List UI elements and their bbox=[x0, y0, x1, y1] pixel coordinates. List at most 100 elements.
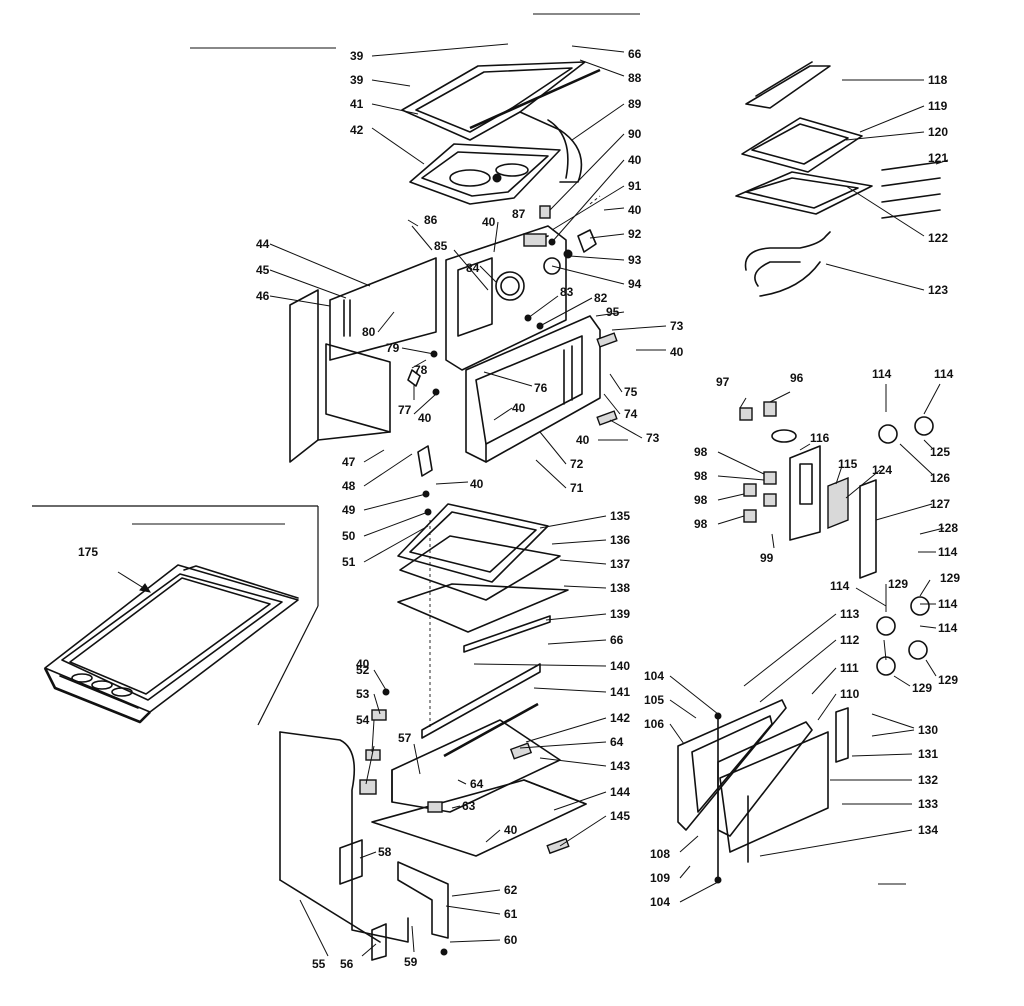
cooktop-burner-pan bbox=[409, 143, 561, 205]
callout-132: 132 bbox=[918, 773, 938, 787]
callout-175: 175 bbox=[78, 545, 98, 559]
callout-129-c: 129 bbox=[938, 673, 958, 687]
callout-54: 54 bbox=[356, 713, 370, 727]
callout-39: 39 bbox=[350, 73, 364, 87]
callout-121: 121 bbox=[928, 151, 948, 165]
callout-108: 108 bbox=[650, 847, 670, 861]
callout-45: 45 bbox=[256, 263, 270, 277]
oven-front-frame bbox=[465, 315, 601, 463]
callout-66-b: 66 bbox=[610, 633, 624, 647]
callout-78: 78 bbox=[414, 363, 428, 377]
callout-114-e: 114 bbox=[938, 597, 958, 611]
callout-40-j: 40 bbox=[356, 657, 370, 671]
drawer-rails bbox=[421, 615, 551, 758]
callout-104-bottom: 104 bbox=[650, 895, 670, 909]
callout-96: 96 bbox=[790, 371, 804, 385]
callout-73-b: 73 bbox=[646, 431, 660, 445]
callout-90: 90 bbox=[628, 127, 642, 141]
callout-98-d: 98 bbox=[694, 517, 708, 531]
callout-137: 137 bbox=[610, 557, 630, 571]
callout-113: 113 bbox=[840, 607, 860, 621]
cabinet-back-panel bbox=[445, 225, 567, 371]
callout-98-b: 98 bbox=[694, 469, 708, 483]
callout-58: 58 bbox=[378, 845, 392, 859]
callout-73-a: 73 bbox=[670, 319, 684, 333]
callout-61: 61 bbox=[504, 907, 518, 921]
callout-116: 116 bbox=[810, 431, 830, 445]
callout-140: 140 bbox=[610, 659, 630, 673]
callout-98-c: 98 bbox=[694, 493, 708, 507]
drawer-body bbox=[371, 719, 587, 857]
callout-40-a: 40 bbox=[628, 153, 642, 167]
callout-124: 124 bbox=[872, 463, 892, 477]
callout-114-b: 114 bbox=[934, 367, 954, 381]
callout-135: 135 bbox=[610, 509, 630, 523]
callout-57: 57 bbox=[398, 731, 412, 745]
callout-106: 106 bbox=[644, 717, 664, 731]
callout-85: 85 bbox=[434, 239, 448, 253]
callout-118: 118 bbox=[928, 73, 948, 87]
callout-40-f: 40 bbox=[512, 401, 526, 415]
callout-99: 99 bbox=[760, 551, 774, 565]
callout-126: 126 bbox=[930, 471, 950, 485]
leader-lines bbox=[117, 43, 949, 957]
oven-bottom-panels bbox=[397, 503, 569, 633]
callout-40-i: 40 bbox=[504, 823, 518, 837]
callout-75: 75 bbox=[624, 385, 638, 399]
callout-41: 41 bbox=[350, 97, 364, 111]
callout-40-e: 40 bbox=[418, 411, 432, 425]
callout-142: 142 bbox=[610, 711, 630, 725]
callout-105: 105 bbox=[644, 693, 664, 707]
callout-56: 56 bbox=[340, 957, 354, 971]
callout-52: 52 bbox=[356, 663, 370, 677]
callout-82: 82 bbox=[594, 291, 608, 305]
callout-129-d: 129 bbox=[912, 681, 932, 695]
callout-95: 95 bbox=[606, 305, 620, 319]
callout-39-top: 39 bbox=[350, 49, 364, 63]
cabinet-small-parts bbox=[407, 205, 618, 516]
callout-64-b: 64 bbox=[470, 777, 484, 791]
callout-129-b: 129 bbox=[940, 571, 960, 585]
callout-97: 97 bbox=[716, 375, 730, 389]
callout-46: 46 bbox=[256, 289, 270, 303]
callout-55: 55 bbox=[312, 957, 326, 971]
callout-63: 63 bbox=[462, 799, 476, 813]
callout-94: 94 bbox=[628, 277, 642, 291]
callout-42: 42 bbox=[350, 123, 364, 137]
callout-40-g: 40 bbox=[576, 433, 590, 447]
lower-side-panel bbox=[279, 688, 449, 961]
callout-115: 115 bbox=[838, 457, 858, 471]
callout-77: 77 bbox=[398, 403, 412, 417]
broiler-assembly bbox=[735, 61, 941, 297]
callout-91: 91 bbox=[628, 179, 642, 193]
callout-110: 110 bbox=[840, 687, 860, 701]
callout-60: 60 bbox=[504, 933, 518, 947]
callout-76: 76 bbox=[534, 381, 548, 395]
callout-128: 128 bbox=[938, 521, 958, 535]
callout-48: 48 bbox=[342, 479, 356, 493]
cooktop-top-panel bbox=[401, 61, 601, 183]
callout-62: 62 bbox=[504, 883, 518, 897]
callout-93: 93 bbox=[628, 253, 642, 267]
callout-139: 139 bbox=[610, 607, 630, 621]
callout-143: 143 bbox=[610, 759, 630, 773]
callout-131: 131 bbox=[918, 747, 938, 761]
callout-64-a: 64 bbox=[610, 735, 624, 749]
callout-112: 112 bbox=[840, 633, 860, 647]
inset-frame bbox=[32, 505, 319, 726]
callout-122: 122 bbox=[928, 231, 948, 245]
callout-114-c: 114 bbox=[938, 545, 958, 559]
callout-98-a: 98 bbox=[694, 445, 708, 459]
callout-66: 66 bbox=[628, 47, 642, 61]
callout-40-c: 40 bbox=[482, 215, 496, 229]
callout-89: 89 bbox=[628, 97, 642, 111]
callout-74: 74 bbox=[624, 407, 638, 421]
callout-86: 86 bbox=[424, 213, 438, 227]
callout-88: 88 bbox=[628, 71, 642, 85]
callout-119: 119 bbox=[928, 99, 948, 113]
callout-49: 49 bbox=[342, 503, 356, 517]
callout-80: 80 bbox=[362, 325, 376, 339]
callout-134: 134 bbox=[918, 823, 938, 837]
callout-129-a: 129 bbox=[888, 577, 908, 591]
